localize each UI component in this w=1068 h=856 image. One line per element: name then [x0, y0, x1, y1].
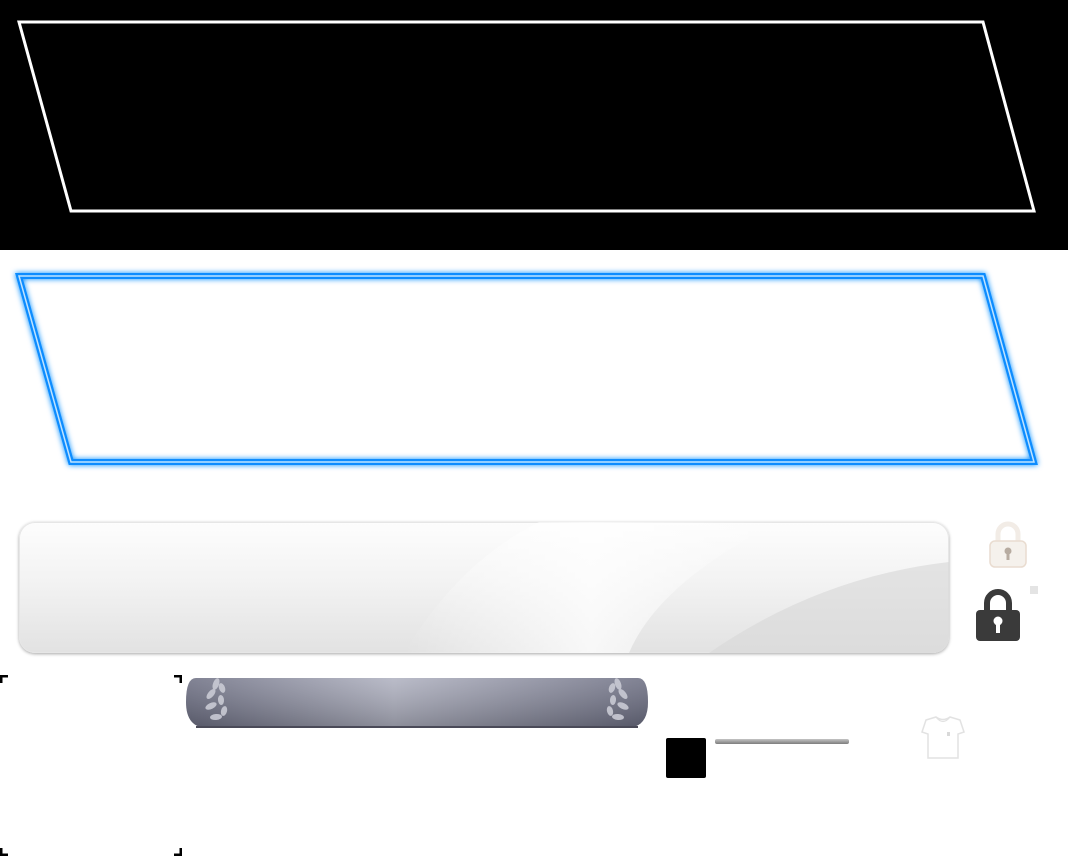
slider-track[interactable]: [715, 739, 849, 744]
lock-icon: [976, 589, 1020, 641]
white-parallelogram-frame: [17, 20, 1036, 213]
blue-glow-parallelogram-frame[interactable]: [0, 250, 1068, 480]
black-swatch[interactable]: [666, 738, 706, 778]
glossy-bar-button[interactable]: [19, 522, 949, 653]
laurel-wreath-icon: [606, 678, 629, 721]
corner-bracket-frame: [0, 675, 182, 856]
laurel-wreath-icon: [205, 678, 228, 721]
laurel-banner: [186, 678, 648, 728]
indicator-dot: [1030, 586, 1038, 594]
shirt-icon: [921, 716, 965, 759]
dark-panel: [0, 0, 1068, 250]
lock-icon: [989, 521, 1027, 568]
